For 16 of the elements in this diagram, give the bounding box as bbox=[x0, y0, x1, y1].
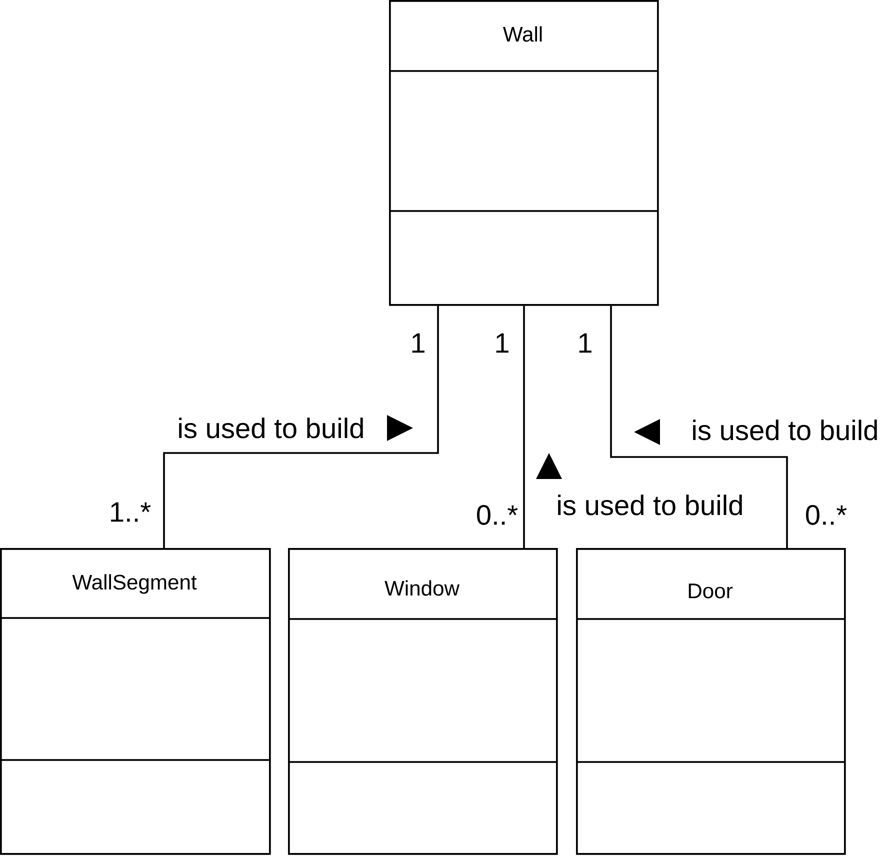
edge-label: is used to build bbox=[690, 418, 880, 442]
multiplicity-label: 1..* bbox=[111, 502, 151, 522]
connector bbox=[610, 306, 788, 548]
class-box: Wall bbox=[389, 0, 659, 306]
multiplicity-label: 0..* bbox=[477, 505, 518, 525]
connector bbox=[163, 306, 439, 548]
edge-label: is used to build bbox=[176, 416, 366, 440]
multiplicity-label: 1 bbox=[579, 333, 592, 353]
class-box: Door bbox=[576, 548, 846, 855]
connector bbox=[523, 306, 525, 548]
multiplicity-label: 0..* bbox=[806, 505, 847, 525]
multiplicity-label: 1 bbox=[496, 333, 508, 353]
class-box: WallSegment bbox=[0, 548, 271, 855]
edge-label: is used to build bbox=[554, 493, 746, 517]
multiplicity-label: 1 bbox=[412, 333, 424, 353]
class-box: Window bbox=[288, 548, 558, 855]
